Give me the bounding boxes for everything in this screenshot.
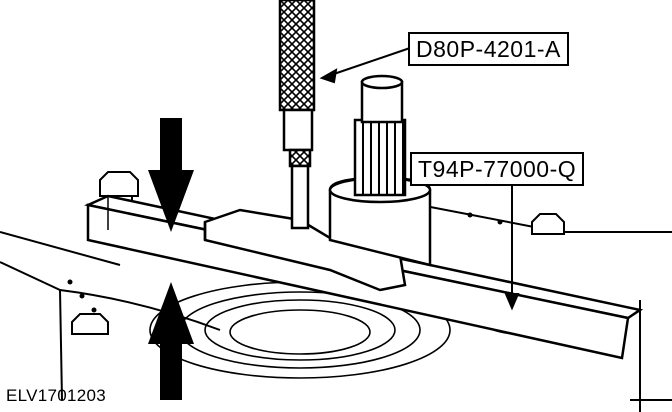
- bolt-right: [531, 213, 565, 235]
- housing-background: [0, 204, 672, 412]
- measurement-arrow-up: [148, 282, 194, 400]
- figure-id: ELV1701203: [6, 386, 107, 405]
- micrometer-shaft: [278, 0, 316, 230]
- callout-leaders: [319, 47, 520, 311]
- callout-tool-number-b: T94P-77000-Q: [410, 152, 585, 186]
- measurement-arrow-down: [148, 118, 194, 232]
- splined-shaft: [353, 74, 407, 197]
- gauge-block: [203, 208, 407, 292]
- callout-tool-number-a: D80P-4201-A: [408, 32, 569, 66]
- bolt-bottom-left: [71, 313, 109, 335]
